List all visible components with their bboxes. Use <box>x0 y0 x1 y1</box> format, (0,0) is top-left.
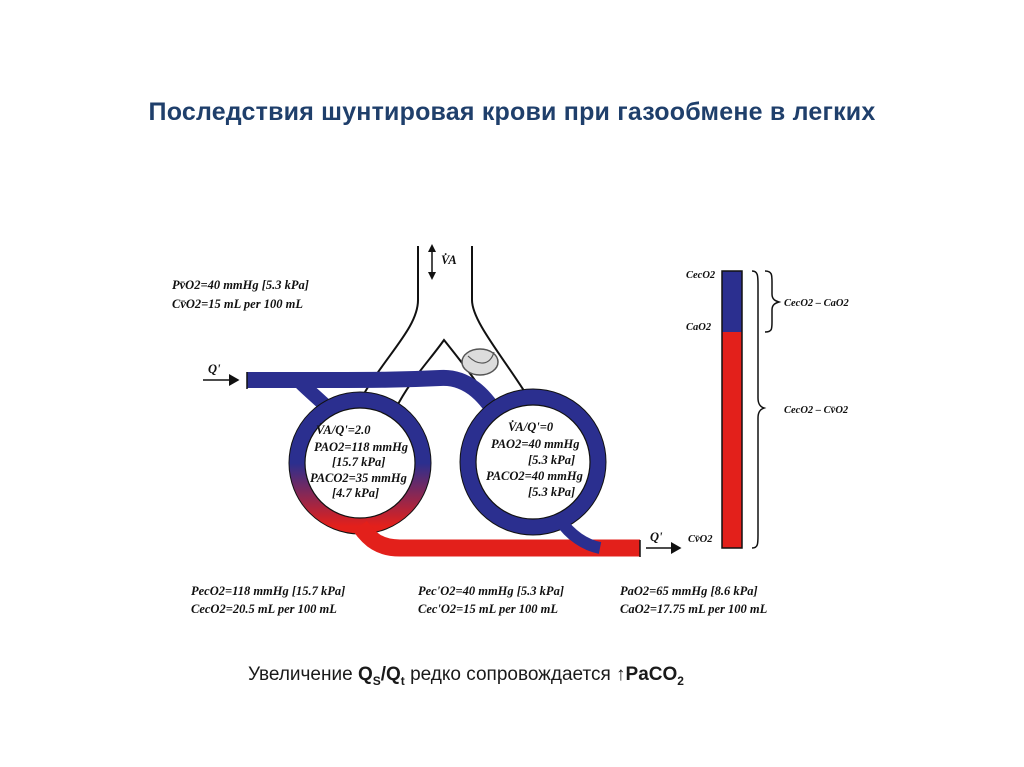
bar-red-segment <box>722 332 742 548</box>
right-paco2-kpa: [5.3 kPa] <box>528 485 575 499</box>
arterial-outlet-vessel <box>353 520 640 557</box>
left-pao2: PAO2=118 mmHg <box>314 440 408 454</box>
brace-bottom-label: CecO2 – Cv̄O2 <box>784 405 849 416</box>
caption-paco: PaCO <box>625 664 678 685</box>
venous-inlet-vessel <box>247 369 507 425</box>
caption-qs-sub: S <box>372 673 381 688</box>
bar-bottom-label: Cv̄O2 <box>688 534 713 545</box>
q-inlet-label: Q' <box>208 362 221 376</box>
caption-qt: Q <box>386 664 401 685</box>
caption-prefix: Увеличение <box>248 664 358 685</box>
brace-bottom <box>751 270 767 549</box>
right-pao2-kpa: [5.3 kPa] <box>528 453 575 467</box>
mixed-venous-co2: Cv̄O2=15 mL per 100 mL <box>172 297 303 311</box>
caption-qt-sub: t <box>400 673 405 688</box>
va-label: V̇A <box>441 253 457 267</box>
caption: Увеличение QS/Qt редко сопровождается ↑P… <box>248 664 684 688</box>
left-paco2: PACO2=35 mmHg <box>310 471 407 485</box>
end-cap-co2-left: CecO2=20.5 mL per 100 mL <box>191 602 337 616</box>
left-va-q: V̇A/Q'=2.0 <box>316 423 371 437</box>
oxygen-content-bar <box>721 270 743 549</box>
slide-title: Последствия шунтировая крови при газообм… <box>148 98 876 126</box>
brace-top-label: CecO2 – CaO2 <box>784 298 849 309</box>
mixed-venous-po2: Pv̄O2=40 mmHg [5.3 kPa] <box>172 278 309 292</box>
bar-top-label: CecO2 <box>686 270 716 281</box>
caption-slash: / <box>380 664 387 685</box>
left-paco2-kpa: [4.7 kPa] <box>332 486 379 500</box>
arterial-po2: PaO2=65 mmHg [8.6 kPa] <box>620 584 758 598</box>
brace-top <box>764 270 782 333</box>
up-arrow-icon: ↑ <box>616 664 626 685</box>
arterial-co2: CaO2=17.75 mL per 100 mL <box>620 602 768 616</box>
airway-obstruction <box>461 348 499 376</box>
q-outlet-label: Q' <box>650 530 663 544</box>
right-paco2: PACO2=40 mmHg <box>486 469 583 483</box>
caption-paco-sub: 2 <box>677 673 684 688</box>
bar-mid-label: CaO2 <box>686 322 712 333</box>
end-cap-po2-right: Pec'O2=40 mmHg [5.3 kPa] <box>418 584 564 598</box>
end-cap-po2-left: PecO2=118 mmHg [15.7 kPa] <box>191 584 345 598</box>
end-cap-co2-right: Cec'O2=15 mL per 100 mL <box>418 602 558 616</box>
right-alveolus-capillary <box>460 389 606 535</box>
right-pao2: PAO2=40 mmHg <box>491 437 580 451</box>
right-va-q: V̇A/Q'=0 <box>508 420 554 434</box>
caption-qs: Q <box>357 664 373 685</box>
bar-blue-segment <box>722 271 742 332</box>
left-pao2-kpa: [15.7 kPa] <box>332 455 385 469</box>
caption-suffix: редко сопровождается <box>404 664 617 685</box>
